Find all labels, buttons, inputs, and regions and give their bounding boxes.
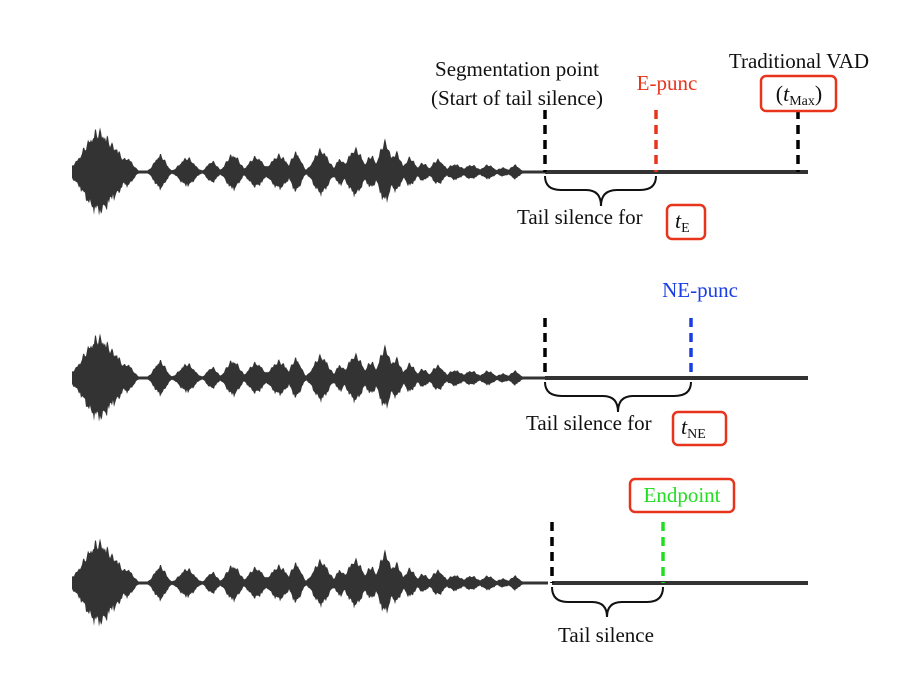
waveform-1 xyxy=(72,127,548,216)
tail-silence-for-ne-label: Tail silence for xyxy=(526,411,652,435)
t-e-box xyxy=(665,203,707,241)
tail-silence-start-label: (Start of tail silence) xyxy=(431,86,603,110)
e-punc-label: E-punc xyxy=(637,71,698,95)
ne-punc-label: NE-punc xyxy=(662,278,738,302)
endpoint-box xyxy=(628,477,736,514)
t-max-formula: (tMax) xyxy=(776,81,822,109)
t-e-formula: tE xyxy=(675,208,690,236)
segmentation-point-label: Segmentation point xyxy=(435,57,599,81)
traditional-vad-label: Traditional VAD xyxy=(729,49,869,73)
waveform-2 xyxy=(72,333,548,422)
t-ne-formula: tNE xyxy=(681,414,706,442)
tail-silence-brace-2 xyxy=(544,381,692,413)
tail-silence-brace-3 xyxy=(551,586,664,618)
tail-silence-for-e-label: Tail silence for xyxy=(517,205,643,229)
tail-silence-label: Tail silence xyxy=(558,623,654,647)
tail-silence-brace-1 xyxy=(544,175,657,207)
endpoint-label: Endpoint xyxy=(644,483,721,507)
panel-1: Segmentation point (Start of tail silenc… xyxy=(72,49,869,241)
panel-3: Endpoint Tail silence xyxy=(72,477,808,647)
panel-2: NE-punc Tail silence for tNE xyxy=(72,278,808,447)
t-max-box xyxy=(759,74,838,113)
waveform-3 xyxy=(72,538,548,627)
t-ne-box xyxy=(671,410,728,447)
